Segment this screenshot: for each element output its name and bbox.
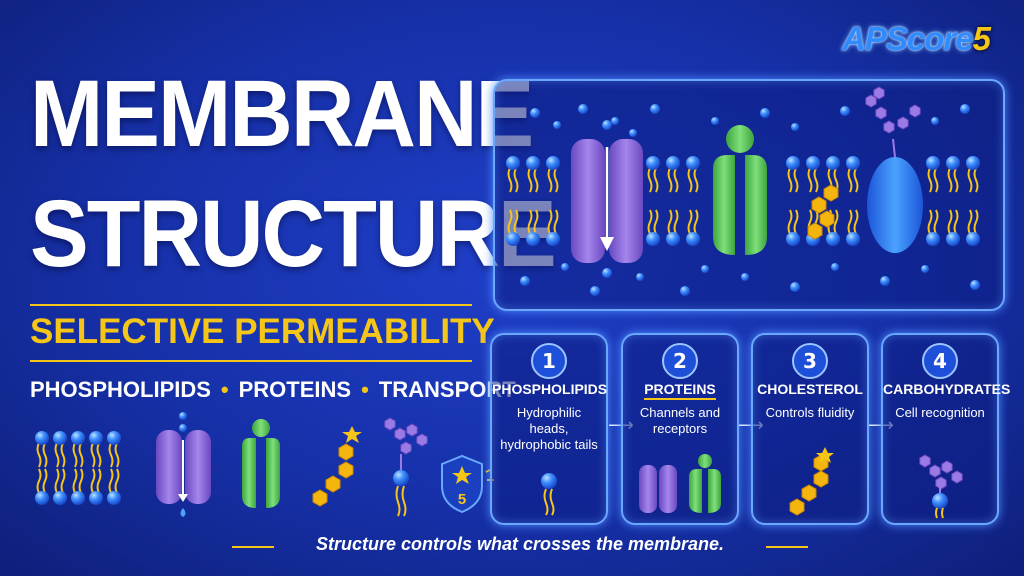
phospholipid-top xyxy=(805,155,821,193)
glycoprotein-icon xyxy=(384,417,428,517)
keyword-proteins: PROTEINS xyxy=(238,377,352,402)
phospholipid-bottom xyxy=(525,209,541,247)
page-title-line1: MEMBRANE xyxy=(30,59,534,167)
phospholipid-top xyxy=(965,155,981,193)
phospholipid-bilayer-icon xyxy=(34,430,122,506)
brand-logo: APScore5 xyxy=(842,20,991,58)
phospholipid-top xyxy=(645,155,661,193)
card-number: 4 xyxy=(922,343,958,379)
cholesterol-icon xyxy=(789,447,834,516)
card-phospholipids: 1 PHOSPHOLIPIDS Hydrophilic heads, hydro… xyxy=(490,333,608,525)
phospholipid-bottom xyxy=(545,209,561,247)
divider-top xyxy=(30,304,472,306)
logo-number: 5 xyxy=(972,20,991,57)
phospholipid-bottom xyxy=(785,209,801,247)
phospholipid-bottom xyxy=(945,209,961,247)
page-title-line2: STRUCTURE xyxy=(30,179,557,287)
floating-molecules xyxy=(520,104,980,296)
keyword-phospholipids: PHOSPHOLIPIDS xyxy=(30,377,211,402)
footer-line-right xyxy=(766,546,808,548)
phospholipid-top xyxy=(785,155,801,193)
phospholipid-bottom xyxy=(685,209,701,247)
cholesterol-icon xyxy=(312,426,362,507)
receptor-protein-icon xyxy=(242,419,280,508)
footer-caption: Structure controls what crosses the memb… xyxy=(315,534,725,554)
phospholipid-top xyxy=(925,155,941,193)
cholesterol-molecule xyxy=(807,184,839,240)
card-title-text: PROTEINS xyxy=(644,381,716,400)
channel-protein xyxy=(571,120,643,278)
subtitle: SELECTIVE PERMEABILITY xyxy=(30,312,495,351)
glycoprotein xyxy=(865,86,923,253)
receptor-protein xyxy=(713,125,767,255)
protein-pair-icon xyxy=(639,454,721,513)
card-description: Controls fluidity xyxy=(765,405,855,420)
membrane-diagram xyxy=(505,86,981,296)
bullet-icon: • xyxy=(220,377,229,402)
card-title: PROTEINS xyxy=(623,381,737,400)
phospholipid-icon xyxy=(541,473,557,516)
glycoprotein-icon xyxy=(919,454,963,519)
phospholipid-bottom xyxy=(645,209,661,247)
divider-bottom xyxy=(30,360,472,362)
keyword-row: PHOSPHOLIPIDS • PROTEINS • TRANSPORT xyxy=(30,377,516,403)
card-carbohydrates: 4 CARBOHYDRATES Cell recognition xyxy=(881,333,1011,525)
card-description: Hydrophilic heads, hydrophobic tails xyxy=(500,405,598,452)
card-proteins: 2 PROTEINS Channels and receptors xyxy=(621,333,739,525)
phospholipid-bottom xyxy=(965,209,981,247)
membrane-diagram-panel xyxy=(493,79,1005,311)
phospholipid-bottom xyxy=(845,209,861,247)
phospholipid-bottom xyxy=(665,209,681,247)
phospholipid-top xyxy=(525,155,541,193)
footer-line-left xyxy=(232,546,274,548)
phospholipid-top xyxy=(945,155,961,193)
card-number: 1 xyxy=(531,343,567,379)
card-title: PHOSPHOLIPIDS xyxy=(492,381,608,397)
card-cholesterol: 3 CHOLESTEROL Controls fluidity xyxy=(751,333,869,525)
shield-badge-icon: 5 xyxy=(441,454,494,514)
card-number: 3 xyxy=(792,343,828,379)
card-description: Cell recognition xyxy=(895,405,985,420)
card-title: CHOLESTEROL xyxy=(757,381,863,397)
phospholipid-bottom xyxy=(925,209,941,247)
logo-text: APScore xyxy=(842,20,974,57)
phospholipid-top xyxy=(545,155,561,193)
phospholipid-bottom xyxy=(505,209,521,247)
card-description: Channels and receptors xyxy=(639,405,721,436)
icon-row: 5 xyxy=(34,412,494,517)
card-title: CARBOHYDRATES xyxy=(883,381,1011,397)
channel-protein-icon xyxy=(156,412,211,517)
card-number: 2 xyxy=(662,343,698,379)
bullet-icon: • xyxy=(361,377,369,402)
phospholipid-top xyxy=(685,155,701,193)
phospholipid-top xyxy=(665,155,681,193)
badge-number: 5 xyxy=(458,491,466,508)
phospholipid-top xyxy=(505,155,521,193)
phospholipid-top xyxy=(845,155,861,193)
